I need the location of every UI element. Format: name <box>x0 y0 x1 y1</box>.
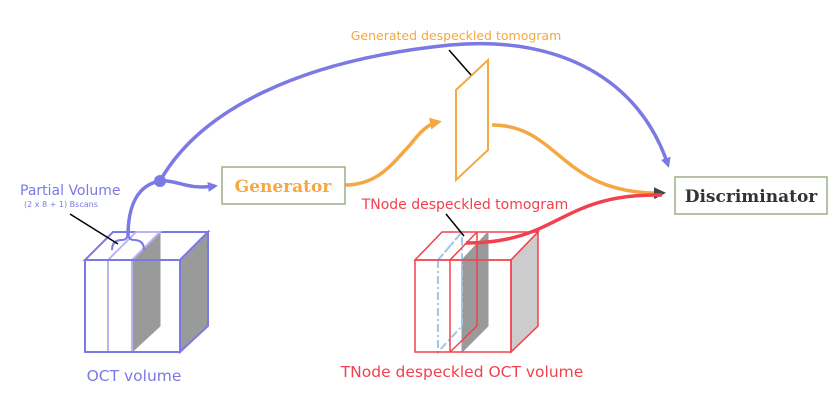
tnode-volume-label: TNode despeckled OCT volume <box>340 363 584 381</box>
generator-box <box>221 166 346 205</box>
discriminator-box <box>674 176 828 215</box>
blue-path-input <box>126 179 161 237</box>
tnode-volume-cube <box>413 229 540 355</box>
generated-tomogram-label: Generated despeckled tomogram <box>351 28 562 43</box>
oct-volume-cube <box>82 229 211 355</box>
red-path-to-discriminator <box>465 193 663 245</box>
generated-tomogram-slice <box>455 57 489 183</box>
partial-volume-pointer <box>69 213 119 245</box>
blue-path-to-discriminator <box>158 41 671 182</box>
tnode-tomogram-label: TNode despeckled tomogram <box>361 197 569 213</box>
blue-path-to-generator <box>159 179 218 192</box>
partial-volume-label: Partial Volume <box>20 183 121 199</box>
orange-path-to-discriminator <box>491 123 666 200</box>
split-node <box>154 175 166 187</box>
generated-tomogram-pointer <box>448 49 472 76</box>
discriminator-label: Discriminator <box>685 187 819 207</box>
generator-label: Generator <box>235 177 333 197</box>
oct-volume-label: OCT volume <box>87 367 182 385</box>
orange-path-to-tomogram <box>344 117 442 187</box>
tnode-tomogram-pointer <box>445 213 465 237</box>
partial-volume-sublabel: (2 x 8 + 1) Bscans <box>24 200 98 209</box>
